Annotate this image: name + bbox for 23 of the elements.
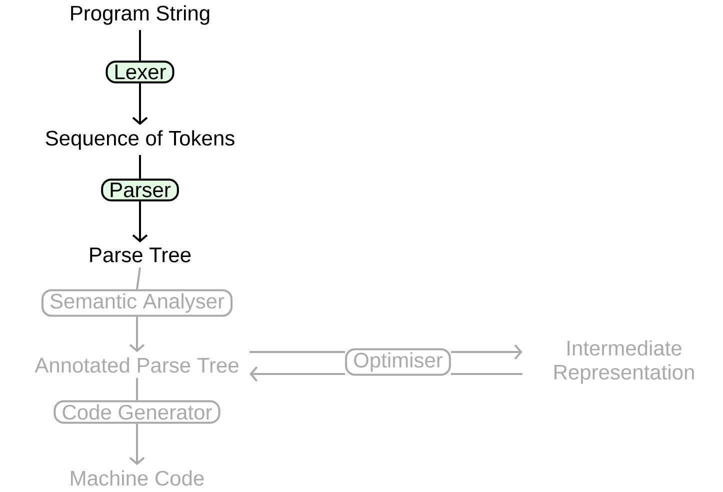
connector-line <box>136 267 141 290</box>
process-box: Code Generator <box>54 400 220 424</box>
connector-line <box>136 378 138 400</box>
stage-label: Machine Code <box>71 470 204 486</box>
arrow <box>132 83 148 126</box>
connector-line <box>139 30 141 61</box>
process-box: Optimiser <box>345 348 451 376</box>
arrow <box>129 424 145 466</box>
stage-label: Sequence of Tokens <box>46 130 234 150</box>
connector-line <box>139 154 141 179</box>
stage-label: Parse Tree <box>90 248 191 262</box>
process-box: Semantic Analyser <box>41 289 233 317</box>
arrow <box>129 316 145 352</box>
connector-line <box>250 351 346 353</box>
stage-label: Program String <box>71 5 210 25</box>
stage-label: Intermediate Representation <box>554 340 694 384</box>
connector-line <box>450 373 522 375</box>
arrow <box>132 201 148 242</box>
arrow <box>250 366 346 382</box>
process-box: Lexer <box>106 60 174 84</box>
arrow <box>450 344 522 360</box>
process-box: Parser <box>101 178 179 202</box>
stage-label: Annotated Parse Tree <box>34 357 238 373</box>
